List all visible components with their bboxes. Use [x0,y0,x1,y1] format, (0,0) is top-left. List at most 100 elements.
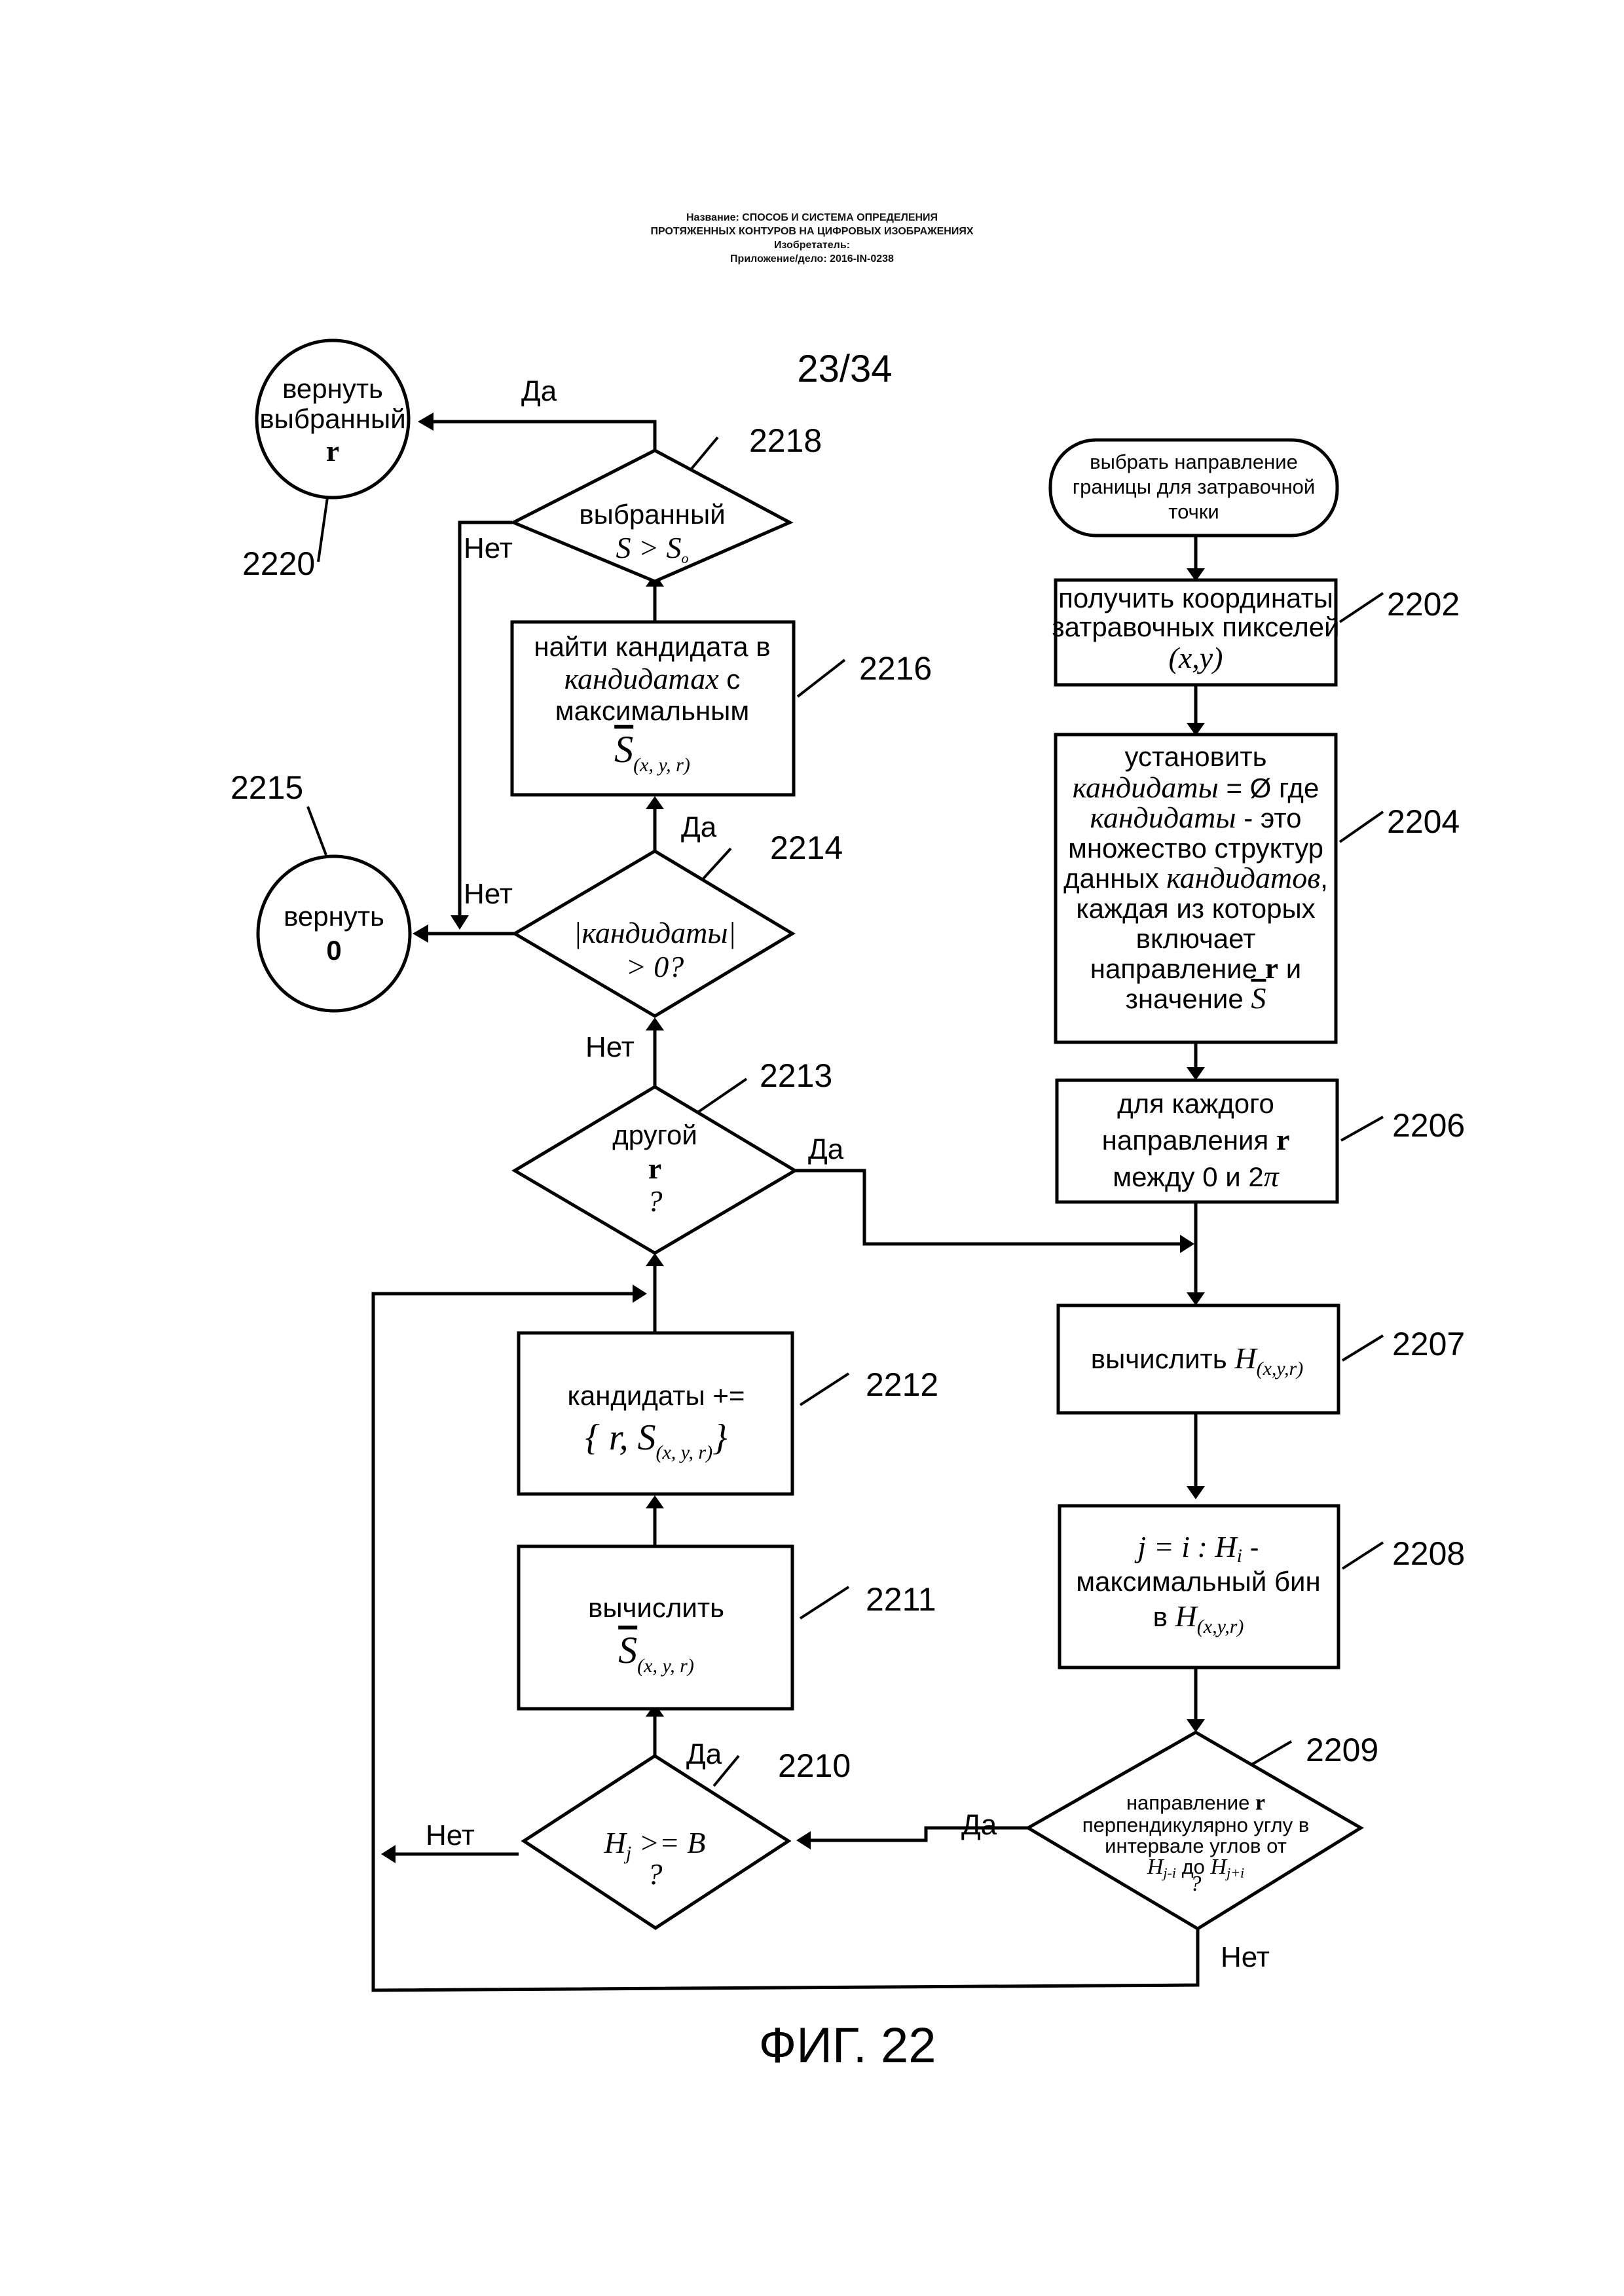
leader-line [800,1587,849,1618]
node-2214-line2: > 0? [626,950,684,983]
node-2204-pre: данных [1063,863,1166,894]
label-2209-no: Нет [1221,1941,1270,1973]
label-2210-no: Нет [426,1819,475,1851]
label-2210-yes: Да [686,1738,722,1770]
node-2207: вычислить H(x,y,r) 2207 [1058,1305,1465,1413]
ref-2215: 2215 [231,769,303,806]
arrow-head [646,1495,664,1508]
node-2204-line3: кандидаты - это [1090,801,1301,834]
figure-label: ФИГ. 22 [758,2018,936,2073]
label-2218-yes: Да [521,375,557,407]
start-line1: выбрать направление [1090,450,1298,473]
leader-line [1342,1542,1383,1569]
arrow-head [1187,1486,1205,1499]
node-2211-text: вычислить [588,1592,724,1623]
ref-2204: 2204 [1387,803,1460,840]
label-2213-no: Нет [585,1031,635,1063]
node-2204: установить кандидаты = Ø где кандидаты -… [1056,735,1460,1042]
node-2210-rest: >= B [631,1826,705,1859]
node-2214: |кандидаты| > 0? 2214 [515,829,843,1016]
arrow-head [646,1253,664,1266]
node-2204-rest: = Ø где [1219,773,1320,803]
node-2213-line1: другой [612,1120,697,1150]
node-2207-sub: (x,y,r) [1257,1358,1304,1379]
node-2216-sub: (x, y, r) [633,754,690,776]
start-line2: границы для затравочной [1073,475,1315,498]
node-2218-line1: выбранный [579,499,725,530]
node-2209-math: H [1147,1855,1165,1879]
ref-2218: 2218 [749,422,822,459]
node-2209-math: H [1210,1855,1228,1879]
node-2208-pre: в [1153,1601,1175,1632]
node-2216-rest: с [719,664,741,695]
label-2214-yes: Да [681,811,717,843]
node-2204-it: кандидатов [1166,861,1320,894]
node-2202-line2: затравочных пикселей [1052,611,1339,642]
node-2204-line6: каждая из которых [1076,893,1315,924]
page-number: 23/34 [797,348,892,390]
node-2204-line9: значение S [1126,981,1266,1015]
node-2204-math: S [1251,981,1266,1015]
leader-line [308,807,326,855]
ref-2220: 2220 [242,545,315,582]
arrow-head [451,915,469,930]
node-2208-sub: i [1237,1545,1242,1567]
arrow-head [646,796,664,809]
node-2202-math: (x,y) [1169,641,1223,674]
node-2209-q: ? [1190,1872,1202,1896]
node-2209-line2: перпендикулярно углу в [1082,1813,1309,1836]
node-2218-line2: S > So [616,531,688,566]
arrow-head [381,1845,396,1863]
node-2204-line2: кандидаты = Ø где [1073,771,1320,804]
arrow-head [646,1017,664,1030]
node-2206-line3: между 0 и 2π [1113,1159,1280,1193]
node-2211: вычислить S(x, y, r) 2211 [519,1546,936,1709]
ref-2213: 2213 [760,1057,832,1094]
node-2218: выбранный S > So 2218 [513,422,822,581]
node-2207-math: H [1234,1341,1258,1375]
node-2206-pre: направления [1102,1125,1276,1156]
node-2204-line5: данных кандидатов, [1063,861,1328,894]
arrow-head [1187,1067,1205,1080]
node-2207-label: вычислить [1091,1343,1235,1374]
node-2218-sub: o [682,550,689,566]
leader-line [1340,812,1383,842]
leader-line [1342,1336,1383,1360]
arrow-head [1180,1235,1194,1253]
node-2209-bold: r [1255,1791,1265,1815]
node-2215-line1: вернуть [284,901,384,932]
node-2212-text: кандидаты += [568,1380,745,1411]
node-2216-line3: максимальным [555,695,749,726]
start-line3: точки [1168,500,1219,523]
ref-2211: 2211 [866,1581,936,1618]
node-2216-math: S [614,728,633,771]
node-2206: для каждого направления r между 0 и 2π 2… [1057,1080,1465,1202]
ref-2216: 2216 [859,650,932,687]
leader-line [798,660,845,697]
node-2209-sub: j-i [1161,1865,1176,1881]
node-2204-line8: направление r и [1090,951,1301,985]
edge-2218-yes [424,422,655,450]
node-2206-math: π [1264,1159,1280,1193]
node-start: выбрать направление границы для затравоч… [1050,440,1337,536]
arrow-head [1187,1292,1205,1305]
node-2216-it: кандидатах [564,662,720,695]
node-2209-line3: интервале углов от [1105,1834,1287,1857]
leader-line [697,1079,747,1113]
node-2209: направление r перпендикулярно углу в инт… [1028,1732,1378,1929]
node-2204-line7: включает [1136,923,1256,954]
ref-2207: 2207 [1392,1326,1465,1362]
node-2209-sub: j+i [1225,1865,1244,1881]
node-2206-pre: между 0 и 2 [1113,1161,1264,1192]
label-2214-no: Нет [464,878,513,910]
node-2213-line3: ? [648,1184,663,1218]
label-2218-no: Нет [464,532,513,564]
node-2208-sub: (x,y,r) [1197,1616,1244,1637]
label-2209-yes: Да [961,1809,997,1841]
node-2212: кандидаты += { r, S(x, y, r)} 2212 [519,1333,938,1494]
node-2204-line1: установить [1124,741,1266,772]
node-2216-line1: найти кандидата в [534,631,770,662]
node-2208-post: - [1242,1532,1259,1563]
node-2208-math: H [1175,1599,1199,1633]
ref-2212: 2212 [866,1366,938,1403]
